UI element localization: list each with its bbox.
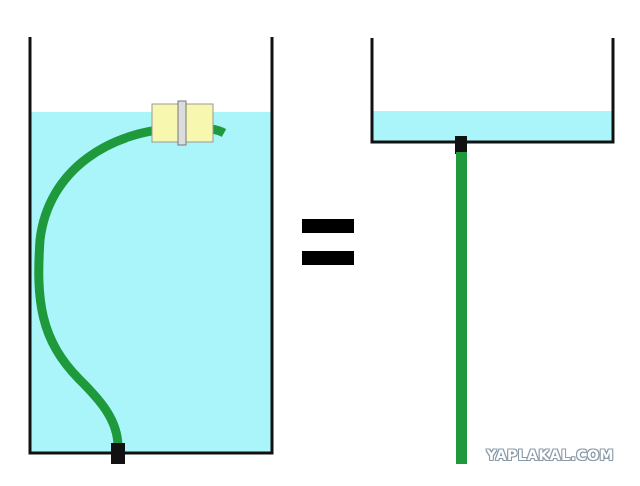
left-tank-water	[30, 112, 272, 453]
left-tank-drain-outlet	[111, 443, 125, 464]
right-tank-drain-outlet	[455, 136, 467, 154]
float-block	[151, 100, 214, 146]
equals-bar-top	[302, 219, 354, 233]
right-tank-hose	[456, 152, 467, 464]
left-tank	[28, 37, 274, 464]
equals-sign	[302, 219, 354, 265]
left-tank-walls	[28, 37, 274, 455]
float-band	[177, 100, 187, 146]
equals-bar-bottom	[302, 251, 354, 265]
yaplakal-watermark: YAPLAKAL.COM	[486, 448, 614, 464]
right-tank-water	[372, 111, 613, 142]
right-tank	[370, 38, 615, 464]
right-tank-walls	[370, 38, 615, 144]
